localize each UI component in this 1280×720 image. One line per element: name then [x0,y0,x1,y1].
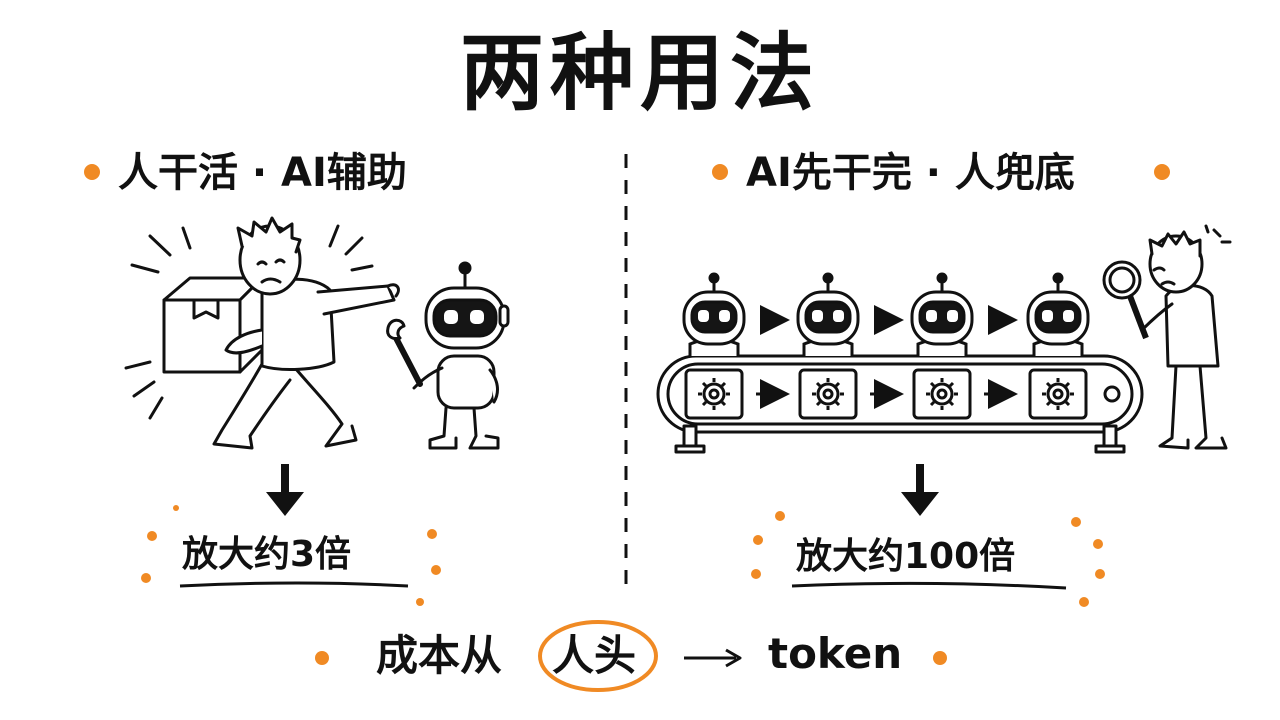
gear-item-1 [684,368,744,420]
down-arrow-left [266,464,304,516]
right-result: 放大约100倍 [796,536,1016,577]
left-subtitle: 人干活 · AI辅助 [118,150,407,196]
circle-highlight [538,620,658,692]
right-arrow-icon [684,648,742,668]
bottom-suffix: token [768,629,903,678]
underline-left [179,581,409,588]
sparkle-dots-left [141,505,441,606]
underline-right [791,581,1067,590]
gear-item-2 [798,368,858,420]
sparkle-dots-right [751,511,1105,607]
page-title: 两种用法 [459,24,820,122]
bullet-dot-bottom-right [933,651,947,665]
bullet-dot-bottom-left [315,651,329,665]
bottom-prefix: 成本从 [376,631,503,680]
robot-helper [386,261,510,450]
inspector-figure [1140,224,1232,450]
bullet-dot-left [84,164,100,180]
cardboard-box [162,276,264,374]
magnifying-glass-icon [1102,260,1149,340]
down-arrow-right [901,464,939,516]
robot-worker-3 [910,272,974,356]
bottom-circled-word: 人头 [552,631,637,680]
robot-worker-1 [682,272,746,356]
robot-worker-4 [1026,272,1090,356]
bullet-dot-right-a [712,164,728,180]
motion-lines-left [124,224,374,420]
gear-item-4 [1028,368,1088,420]
robot-worker-2 [796,272,860,356]
gear-item-3 [912,368,972,420]
right-subtitle: AI先干完 · 人兜底 [746,150,1075,196]
bullet-dot-right-b [1154,164,1170,180]
left-result: 放大约3倍 [182,534,352,575]
worker-figure [212,216,400,450]
